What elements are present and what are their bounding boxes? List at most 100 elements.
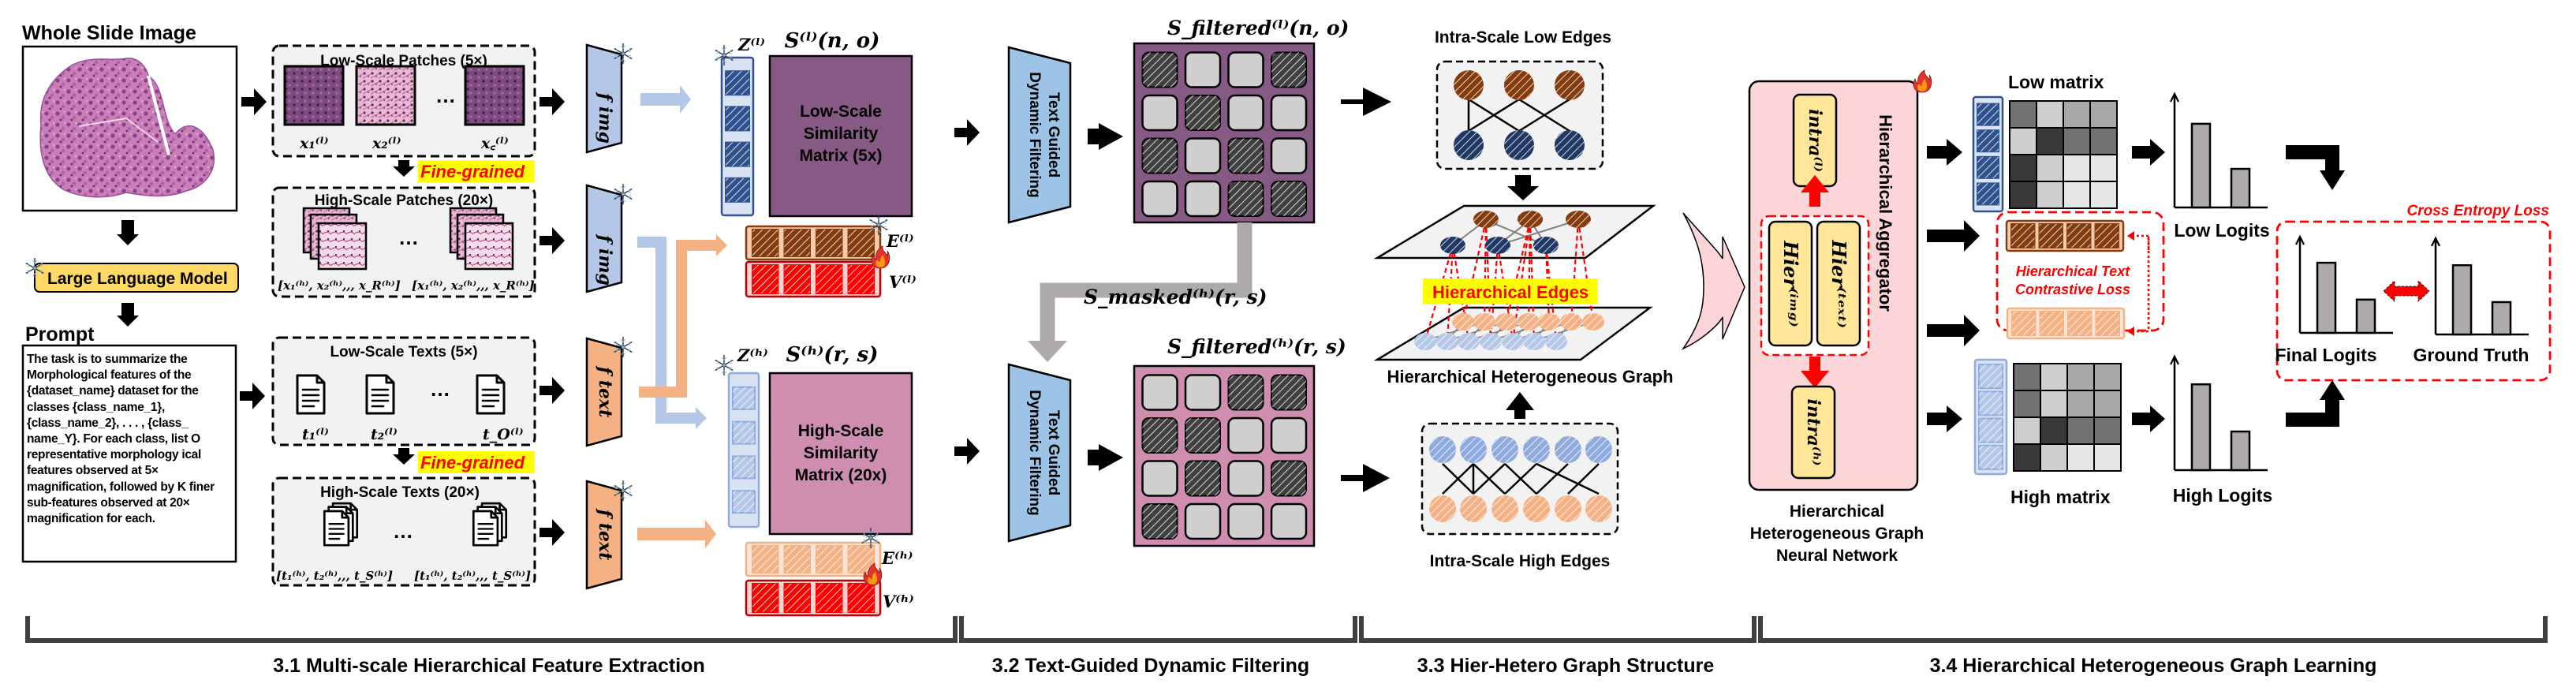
prompt-title: Prompt	[25, 323, 95, 346]
node-hatch	[1538, 313, 1560, 331]
node-hatch	[1429, 495, 1456, 522]
chart-axis-arrowhead	[2170, 92, 2179, 103]
fine-grained-label: Fine-grained	[420, 162, 525, 181]
node-hatch	[1555, 130, 1585, 160]
masked-cell	[1270, 502, 1308, 540]
flow-line-text-low	[639, 240, 718, 398]
elbow-arrow-line	[2286, 145, 2339, 172]
e-high-label: E⁽ʰ⁾	[881, 548, 913, 568]
low-scale-texts-group	[271, 336, 536, 446]
high-texts-title: High-Scale Texts (20×)	[320, 484, 480, 501]
filter-label: Text Guided	[1045, 410, 1062, 495]
feature-cell-hatch	[2067, 224, 2091, 248]
text-embedding-low-out	[2005, 219, 2125, 252]
feature-cell-hatch	[784, 230, 810, 256]
final-logits-label: Final Logits	[2275, 345, 2376, 365]
node-hatch	[1585, 495, 1612, 522]
image-feature-vector-low	[720, 56, 755, 217]
ground-truth-chart	[2431, 236, 2529, 336]
chart-axis-arrowhead	[2431, 236, 2440, 247]
node-hatch	[1452, 313, 1474, 331]
node-hatch	[1523, 436, 1550, 463]
logit-bar	[2190, 122, 2212, 209]
matrix-cell	[2063, 181, 2091, 209]
node-hatch	[1454, 70, 1484, 100]
masked-flow-line	[1040, 222, 1253, 342]
tissue-fissure	[147, 75, 170, 155]
chart-axis-arrowhead	[2295, 234, 2305, 245]
image-feature-vector-low-out	[1972, 95, 2004, 213]
high-filtered-title: S_filtered⁽ʰ⁾(r, s)	[1167, 335, 1346, 358]
visual-prototype-low	[745, 260, 882, 298]
ellipsis: …	[430, 377, 450, 401]
matrix-cell	[2040, 443, 2068, 472]
arrow-down	[1507, 175, 1539, 200]
arrow-right	[1927, 405, 1962, 432]
hier-img-label: Hier⁽ⁱᵐᵍ⁾	[1779, 240, 1802, 327]
contrastive-arrowhead	[2127, 231, 2134, 241]
hhgnn-module: Hierarchical Aggregator intra⁽ˡ⁾ Hier⁽ⁱᵐ…	[1748, 69, 1932, 491]
matrix-cell	[2013, 416, 2041, 445]
matrix-cell	[2063, 100, 2091, 129]
masked-cell	[1184, 180, 1222, 218]
hhgnn-caption: Neural Network	[1776, 547, 1898, 565]
node-hatch	[1458, 333, 1480, 350]
ellipsis: …	[398, 226, 419, 249]
feature-cell-hatch	[816, 265, 842, 293]
hhgnn-caption: Hierarchical	[1790, 502, 1884, 521]
matrix-cell	[2066, 443, 2095, 472]
feature-cell-hatch	[733, 421, 755, 444]
hier-text-block	[1816, 220, 1861, 347]
low-matrix-title: Low matrix	[2008, 72, 2104, 92]
node-hatch	[1555, 436, 1581, 463]
intra-high-label: intra⁽ʰ⁾	[1803, 399, 1824, 466]
feature-cell-hatch	[1979, 391, 2003, 416]
graph-edge	[1473, 463, 1506, 495]
feature-cell-hatch	[1977, 130, 1999, 152]
ellipsis: …	[435, 84, 456, 107]
matrix-cell	[2093, 363, 2122, 391]
whole-slide-tissue-image	[39, 58, 215, 198]
kept-cell-hatch	[1228, 138, 1264, 174]
text-encoder: f text	[585, 480, 633, 590]
section-bracket-3-3	[1359, 616, 1757, 643]
feature-cell-hatch	[733, 456, 755, 479]
patch-stack-label: [x₁⁽ʰ⁾, x₂⁽ʰ⁾,,, x_R⁽ʰ⁾]	[278, 278, 401, 293]
node-hatch	[1436, 333, 1458, 350]
final-logits-chart	[2295, 234, 2393, 334]
filter-label: Dynamic Filtering	[1026, 390, 1043, 515]
low-edges-title: Intra-Scale Low Edges	[1435, 28, 1611, 47]
node-hatch	[1518, 211, 1543, 228]
node-hatch	[1460, 495, 1487, 522]
intra-high-block	[1790, 385, 1836, 480]
matrix-cell	[2093, 390, 2122, 418]
arrow-down	[393, 448, 415, 465]
node-hatch	[1491, 495, 1518, 522]
feature-cell-hatch	[848, 265, 874, 293]
image-encoder-label: f img	[595, 92, 615, 144]
wsi-title: Whole Slide Image	[22, 22, 196, 44]
feature-cell-hatch	[1979, 445, 2003, 469]
matrix-cell	[2089, 100, 2118, 129]
low-logits-label: Low Logits	[2174, 220, 2269, 241]
feature-cell-hatch	[752, 230, 778, 256]
feature-cell-hatch	[2068, 312, 2092, 335]
node-hatch	[1473, 211, 1499, 228]
low-sim-title: S⁽ˡ⁾(n, o)	[785, 29, 880, 53]
feature-cell-hatch	[2096, 312, 2119, 335]
feature-cell-hatch	[1979, 418, 2003, 443]
arrow-right	[241, 88, 267, 115]
matrix-cell	[2036, 181, 2064, 209]
text-guided-dynamic-filter-high: Text Guided Dynamic Filtering	[1007, 363, 1072, 543]
prompt-text: The task is to summarize the Morphologic…	[27, 353, 215, 526]
text-document-icon	[296, 374, 326, 415]
low-filtered-title: S_filtered⁽ˡ⁾(n, o)	[1167, 17, 1349, 39]
feature-cell-hatch	[816, 230, 842, 256]
kept-cell-hatch	[1142, 138, 1178, 174]
arrow-right	[954, 119, 980, 146]
flow-arrow-text-low	[716, 234, 727, 256]
masked-label: S_masked⁽ʰ⁾(r, s)	[1084, 286, 1267, 308]
graph-edge	[1504, 463, 1537, 495]
hier-text-label: Hier⁽ᵗᵉˣᵗ⁾	[1827, 239, 1850, 327]
masked-cell	[1184, 137, 1222, 174]
